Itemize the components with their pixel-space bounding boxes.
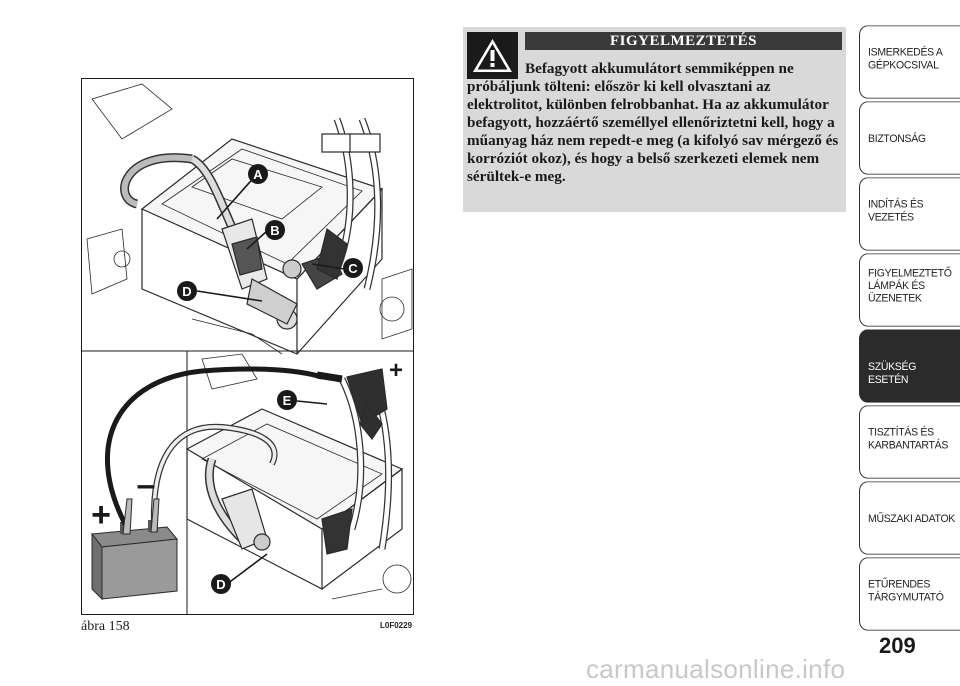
- chapter-tab-label-line: GÉPKOCSIVAL: [868, 58, 939, 72]
- chapter-sidebar: ISMERKEDÉS A GÉPKOCSIVAL BIZTONSÁG INDÍT…: [859, 25, 960, 633]
- label-d-top-text: D: [182, 284, 191, 299]
- chapter-tab-label-line: ÜZENETEK: [868, 292, 922, 305]
- jumper-cables: [105, 366, 343, 585]
- chapter-tab-ismerkedes[interactable]: ISMERKEDÉS A GÉPKOCSIVAL: [859, 25, 960, 99]
- chapter-tab-label-line: FIGYELMEZTETŐ: [868, 266, 952, 280]
- chapter-tab-label-line: ISMERKEDÉS A: [868, 46, 943, 59]
- battery-jump-start-figure: A B C D E D + +: [81, 78, 414, 615]
- chapter-tab-label-line: LÁMPÁK ÉS: [868, 279, 925, 293]
- label-c: C: [343, 258, 363, 278]
- warning-body: Befagyott akkumulátort semmiképpen ne pr…: [467, 60, 839, 185]
- chapter-tab-muszaki-adatok[interactable]: MŰSZAKI ADATOK: [859, 481, 960, 555]
- plus-sign-top: +: [389, 357, 403, 384]
- chapter-tab-label-line: ETŰRENDES: [868, 578, 931, 591]
- label-b-text: B: [270, 223, 279, 238]
- label-a: A: [248, 164, 268, 184]
- label-c-text: C: [348, 261, 358, 276]
- label-e: E: [277, 390, 297, 410]
- label-a-text: A: [253, 167, 263, 182]
- chapter-tab-figyelmezteto[interactable]: FIGYELMEZTETŐ LÁMPÁK ÉS ÜZENETEK: [859, 253, 960, 327]
- figure-code: L0F0229: [380, 621, 413, 630]
- chapter-tab-label-line: MŰSZAKI ADATOK: [868, 512, 956, 526]
- chapter-tab-label-line: TISZTÍTÁS ÉS: [868, 426, 934, 439]
- chapter-tab-label-line: BIZTONSÁG: [868, 132, 926, 146]
- label-e-text: E: [283, 393, 292, 408]
- warning-box: FIGYELMEZTETÉS Befagyott akkumulátort se…: [463, 27, 846, 212]
- chapter-tab-inditas[interactable]: INDÍTÁS ÉS VEZETÉS: [859, 177, 960, 251]
- label-b: B: [265, 220, 285, 240]
- label-d-top: D: [177, 281, 197, 301]
- plus-sign-left: +: [91, 496, 111, 534]
- minus-sign-left: –: [137, 466, 156, 504]
- chapter-tab-label-line: SZÜKSÉG ESETÉN: [868, 360, 917, 386]
- chapter-tab-biztonsag[interactable]: BIZTONSÁG: [859, 101, 960, 175]
- chapter-tab-label-line: TÁRGYMUTATÓ: [868, 590, 944, 604]
- engine-bay-illustration-top: [82, 79, 413, 355]
- chapter-tab-label-line: VEZETÉS: [868, 210, 914, 224]
- chapter-tab-tisztitas[interactable]: TISZTÍTÁS ÉS KARBANTARTÁS: [859, 405, 960, 479]
- engine-bay-illustration-bottom: [185, 353, 412, 600]
- warning-triangle-icon: [467, 32, 518, 79]
- label-d-bottom-text: D: [216, 577, 225, 592]
- chapter-tab-label-line: INDÍTÁS ÉS: [868, 198, 924, 211]
- chapter-tab-label-line: KARBANTARTÁS: [868, 438, 949, 452]
- watermark: carmanualsonline.info: [586, 654, 846, 684]
- figure-caption: ábra 158: [81, 619, 130, 634]
- booster-battery: [91, 520, 178, 601]
- label-d-bottom: D: [211, 574, 231, 594]
- chapter-tab-szukseg-eseten[interactable]: SZÜKSÉG ESETÉN: [859, 329, 960, 403]
- page-number: 209: [879, 633, 916, 658]
- chapter-tab-targymutato[interactable]: ETŰRENDES TÁRGYMUTATÓ: [859, 557, 960, 631]
- warning-title: FIGYELMEZTETÉS: [525, 32, 842, 50]
